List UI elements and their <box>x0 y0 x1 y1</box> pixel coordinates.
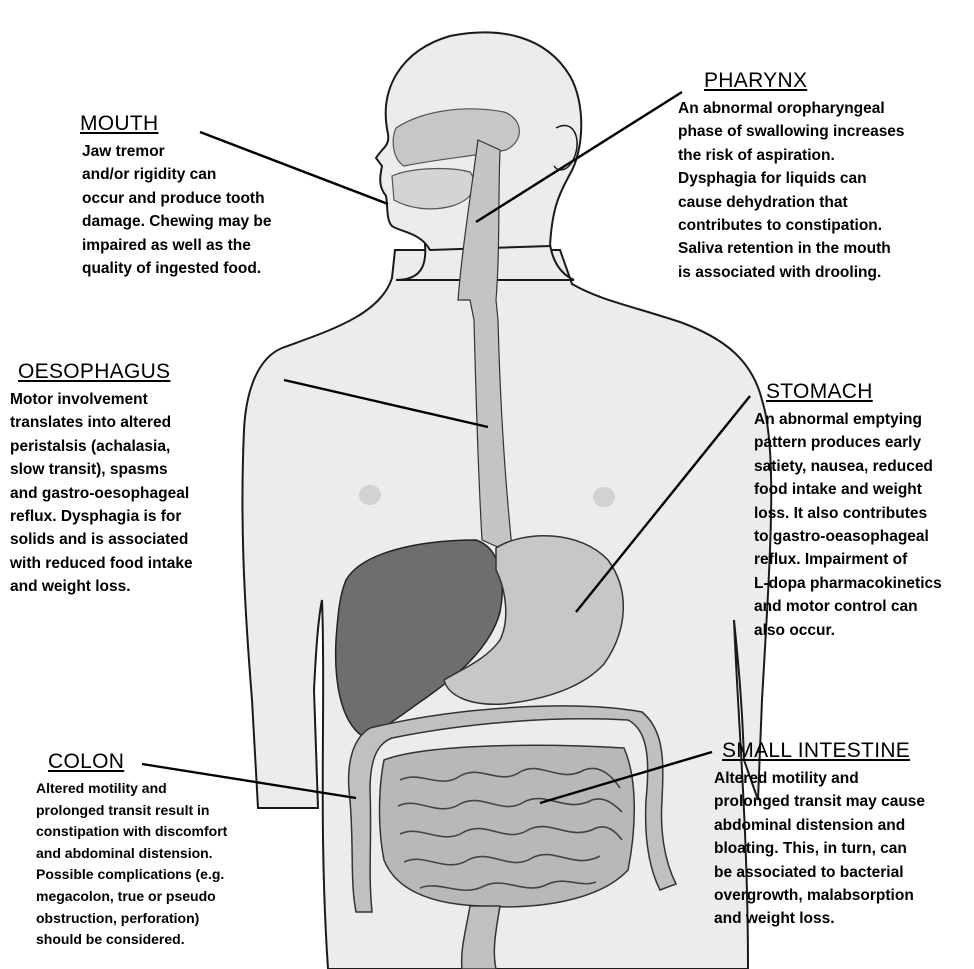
colon-description: Altered motility and prolonged transit r… <box>36 778 227 951</box>
small-intestine-label: SMALL INTESTINE Altered motility and pro… <box>722 739 925 931</box>
oesophagus-description: Motor involvement translates into altere… <box>10 388 193 599</box>
stomach-heading: STOMACH <box>766 380 942 404</box>
pharynx-description: An abnormal oropharyngeal phase of swall… <box>678 97 905 284</box>
right-nipple <box>593 487 615 507</box>
oesophagus-label: OESOPHAGUS Motor involvement translates … <box>18 360 193 599</box>
small-intestine-heading: SMALL INTESTINE <box>722 739 925 763</box>
left-nipple <box>359 485 381 505</box>
mouth-description: Jaw tremor and/or rigidity can occur and… <box>82 140 272 280</box>
pharynx-label: PHARYNX An abnormal oropharyngeal phase … <box>704 69 905 284</box>
pharynx-heading: PHARYNX <box>704 69 905 93</box>
small-intestine-description: Altered motility and prolonged transit m… <box>714 767 925 931</box>
colon-label: COLON Altered motility and prolonged tra… <box>48 750 227 951</box>
oesophagus-heading: OESOPHAGUS <box>18 360 193 384</box>
colon-heading: COLON <box>48 750 227 774</box>
stomach-label: STOMACH An abnormal emptying pattern pro… <box>766 380 942 642</box>
mouth-label: MOUTH Jaw tremor and/or rigidity can occ… <box>80 112 272 280</box>
stomach-description: An abnormal emptying pattern produces ea… <box>754 408 942 642</box>
mouth-heading: MOUTH <box>80 112 272 136</box>
